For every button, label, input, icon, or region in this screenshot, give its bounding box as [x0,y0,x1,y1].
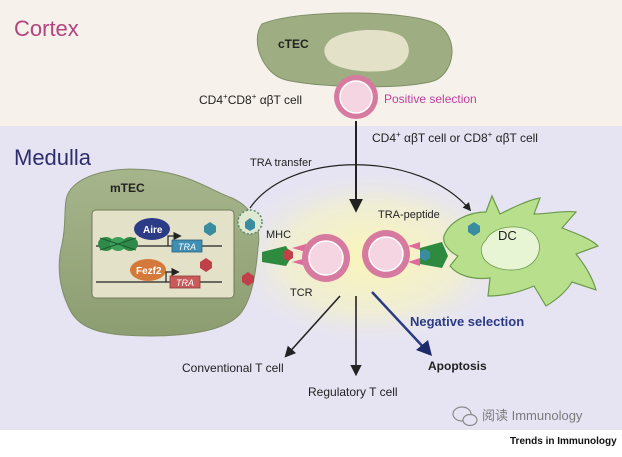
tcr-right [408,242,420,266]
cd4cd8-label: CD4+CD8+ αβT cell [199,92,302,107]
wechat-icon [452,406,478,427]
single-positive-label: CD4+ αβT cell or CD8+ αβT cell [372,130,538,145]
fezf2-label: Fezf2 [136,266,162,277]
tra-gene-lower-label: TRA [176,278,194,288]
ctec-cell: cTEC [256,12,453,88]
positive-selection-label: Positive selection [384,92,477,106]
regulatory-t-cell-label: Regulatory T cell [308,385,398,399]
promoter-arrow-lower [165,267,180,282]
tra-peptide-label: TRA-peptide [378,209,440,221]
aire-label: Aire [143,225,163,236]
double-positive-t-cell [334,75,378,119]
journal-label: Trends in Immunology [510,436,617,447]
tra-protein-teal [204,222,216,236]
fezf2-protein [130,259,166,281]
arrow-to-conventional [284,295,341,358]
aire-protein [134,218,170,240]
apoptosis-arrowhead [416,340,432,356]
mhc-complex-dc [420,242,448,268]
tra-protein-red [200,258,212,272]
tra-gene-upper [171,239,203,253]
dendritic-cell: DC [443,194,600,307]
cortex-label: Cortex [14,16,79,41]
exosome-cargo [245,218,255,231]
footer-band [0,430,622,452]
promoter-arrow-upper [167,231,182,246]
watermark: 阅读 Immunology [452,406,583,427]
t-cell-right [362,230,410,278]
tra-transfer-label: TRA transfer [250,157,312,169]
mtec-cell: mTEC Aire TRA Fezf2 TRA [58,168,263,337]
mtec-label: mTEC [110,181,145,195]
apoptosis-label: Apoptosis [428,359,487,373]
tra-gene-upper-label: TRA [178,242,196,252]
tra-protein-red-cytoplasm [242,272,254,286]
chromatin-upper [98,237,138,251]
negative-selection-label: Negative selection [410,314,524,329]
medulla-label: Medulla [14,145,92,170]
mhc-complex-mtec [262,246,293,266]
ctec-label: cTEC [278,37,309,51]
arrow-to-apoptosis [371,291,427,351]
conventional-t-cell-label: Conventional T cell [182,361,284,375]
tra-gene-lower [169,275,201,289]
tcr-label: TCR [290,287,313,299]
mhc-label: MHC [266,229,291,241]
t-cell-left [302,234,350,282]
dc-cargo [468,222,480,236]
dc-label: DC [498,228,517,243]
tra-transfer-arrow [249,164,472,212]
watermark-text: 阅读 Immunology [482,408,583,423]
